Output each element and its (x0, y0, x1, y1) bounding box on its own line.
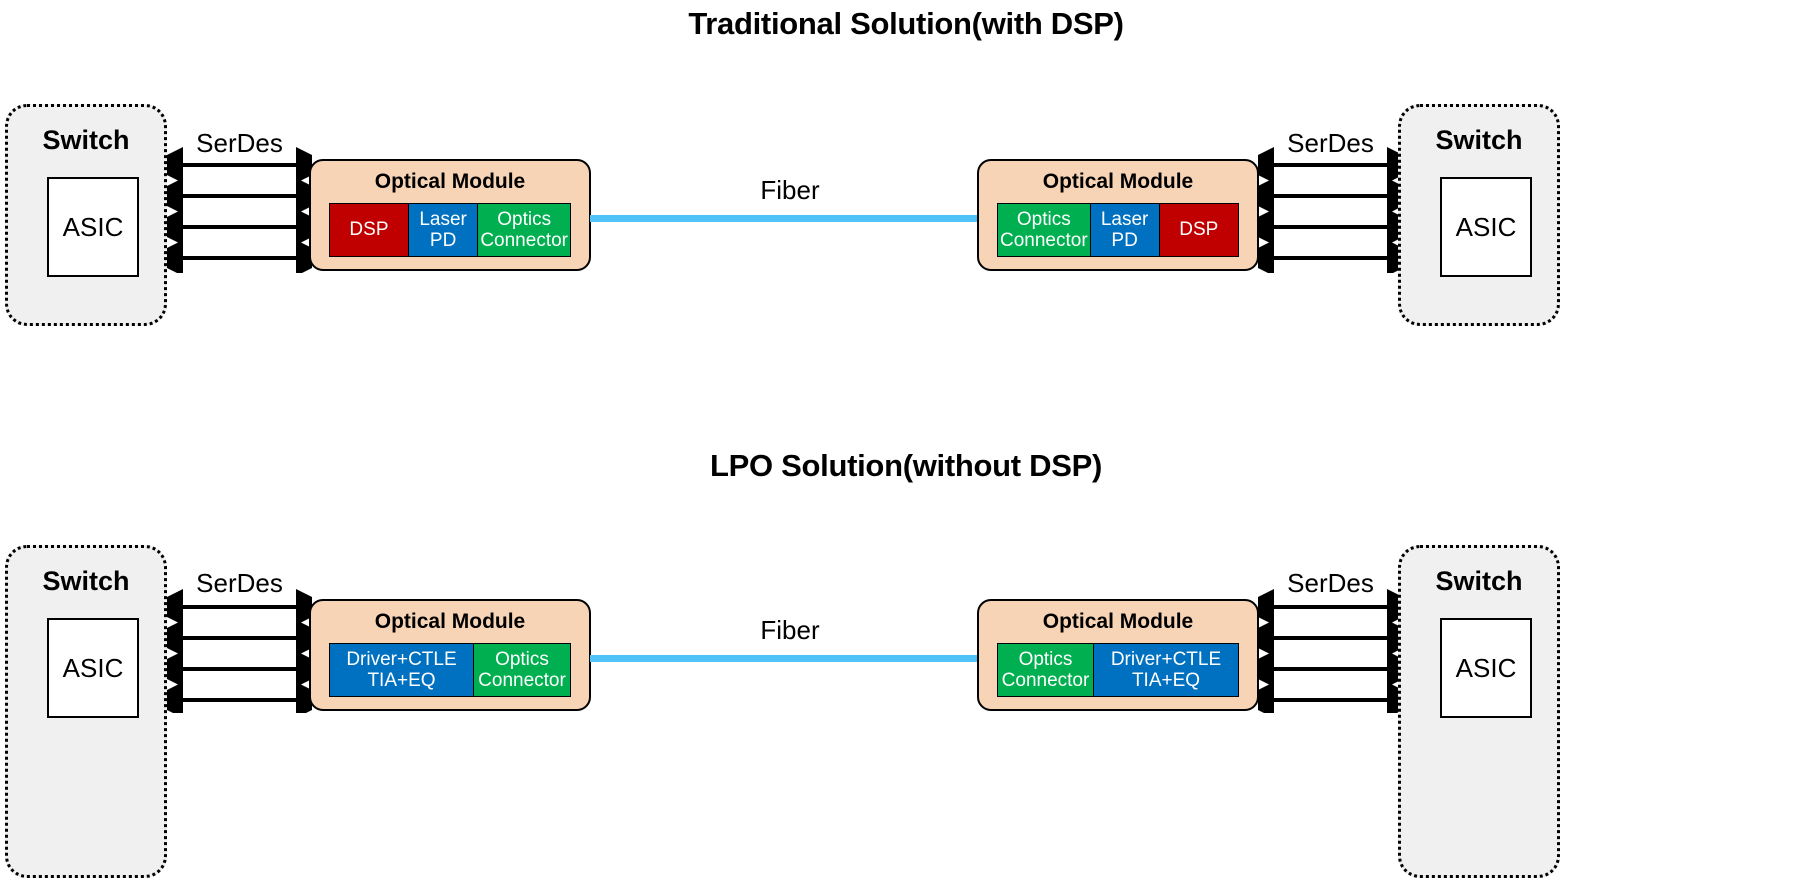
serdes-group-top-right: SerDes (1258, 128, 1403, 273)
serdes-group-bottom-left: SerDes (167, 568, 312, 713)
asic-box: ASIC (47, 618, 139, 718)
module-cell-driver-ctle: Driver+CTLE TIA+EQ (330, 644, 474, 696)
module-cell-laser-pd: Laser PD (408, 204, 479, 256)
section-title-traditional: Traditional Solution(with DSP) (688, 6, 1124, 41)
switch-box-top-left: Switch ASIC (5, 104, 167, 326)
fiber-label-bottom: Fiber (760, 615, 820, 645)
optical-module-bottom-left: Optical Module Driver+CTLE TIA+EQ Optics… (309, 599, 591, 711)
serdes-arrows (167, 147, 312, 273)
switch-box-bottom-left: Switch ASIC (5, 545, 167, 878)
section-title-lpo: LPO Solution(without DSP) (710, 448, 1102, 483)
optical-module-title: Optical Module (374, 170, 526, 193)
fiber-label-top: Fiber (760, 175, 820, 205)
optical-module-cells: Optics Connector Driver+CTLE TIA+EQ (997, 643, 1239, 697)
serdes-group-top-left: SerDes (167, 128, 312, 273)
serdes-arrows (1258, 147, 1403, 273)
optical-module-cells: DSP Laser PD Optics Connector (329, 203, 571, 257)
optical-module-top-left: Optical Module DSP Laser PD Optics Conne… (309, 159, 591, 271)
optical-module-top-right: Optical Module Optics Connector Laser PD… (977, 159, 1259, 271)
switch-label: Switch (42, 125, 130, 155)
optical-module-cells: Driver+CTLE TIA+EQ Optics Connector (329, 643, 571, 697)
asic-box: ASIC (1440, 618, 1532, 718)
module-cell-optics-connector: Optics Connector (998, 644, 1094, 696)
module-cell-optics-connector: Optics Connector (998, 204, 1091, 256)
switch-label: Switch (1435, 125, 1523, 155)
fiber-line-bottom (590, 655, 978, 662)
switch-box-bottom-right: Switch ASIC (1398, 545, 1560, 878)
switch-label: Switch (1435, 566, 1523, 596)
optical-module-title: Optical Module (1042, 170, 1194, 193)
module-cell-laser-pd: Laser PD (1090, 204, 1160, 256)
fiber-line-top (590, 215, 978, 222)
module-cell-dsp: DSP (330, 204, 409, 256)
module-cell-optics-connector: Optics Connector (474, 644, 570, 696)
optical-module-cells: Optics Connector Laser PD DSP (997, 203, 1239, 257)
module-cell-driver-ctle: Driver+CTLE TIA+EQ (1094, 644, 1238, 696)
serdes-arrows (167, 589, 312, 713)
serdes-arrows (1258, 589, 1403, 713)
optical-module-title: Optical Module (1042, 610, 1194, 633)
switch-box-top-right: Switch ASIC (1398, 104, 1560, 326)
optical-module-bottom-right: Optical Module Optics Connector Driver+C… (977, 599, 1259, 711)
module-cell-optics-connector: Optics Connector (478, 204, 570, 256)
switch-label: Switch (42, 566, 130, 596)
optical-module-title: Optical Module (374, 610, 526, 633)
asic-box: ASIC (1440, 177, 1532, 277)
module-cell-dsp: DSP (1159, 204, 1238, 256)
serdes-group-bottom-right: SerDes (1258, 568, 1403, 713)
asic-box: ASIC (47, 177, 139, 277)
